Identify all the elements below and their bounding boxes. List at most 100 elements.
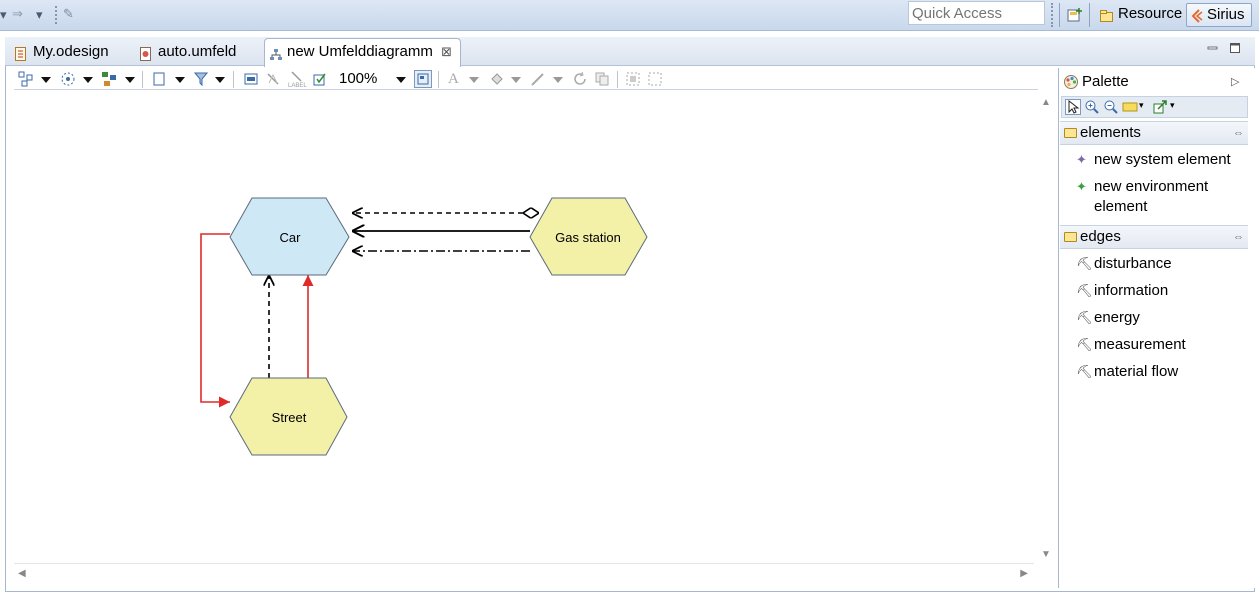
validate-icon[interactable] <box>312 71 328 87</box>
edge-tool-icon: ⛏ <box>1076 364 1093 379</box>
node-gas-station-shape[interactable] <box>529 197 648 276</box>
tab-label: auto.umfeld <box>158 43 237 60</box>
maximize-icon[interactable] <box>1229 41 1243 53</box>
node-gas-station[interactable]: Gas station <box>529 197 648 276</box>
dropdown-icon[interactable] <box>469 77 479 83</box>
perspective-label: Sirius <box>1207 6 1245 23</box>
edge-tool-icon: ⛏ <box>1076 256 1093 271</box>
node-street[interactable]: Street <box>229 377 348 456</box>
node-car-shape[interactable] <box>229 197 350 276</box>
zoom-to-fit-icon[interactable] <box>414 70 432 88</box>
folder-open-icon <box>1064 232 1077 242</box>
note-attachment-icon[interactable] <box>1152 99 1168 115</box>
diagram-icon <box>270 45 282 71</box>
open-perspective-icon[interactable] <box>1067 7 1083 23</box>
hide-element-icon[interactable] <box>265 71 281 87</box>
copy-format-icon[interactable] <box>152 71 168 87</box>
toolbar-separator <box>142 71 143 88</box>
dropdown-arrow-icon[interactable]: ▾ <box>0 7 7 22</box>
zoom-level-combo[interactable]: 100% <box>333 70 409 88</box>
perspective-resource[interactable]: Resource <box>1096 3 1186 27</box>
palette-panel <box>1058 68 1255 588</box>
palette-item-label: new environment element <box>1094 178 1209 215</box>
vertical-scrollbar[interactable]: ▲ ▼ <box>1037 91 1054 562</box>
diagram-svg: Car Gas station Street <box>200 197 648 456</box>
pin-elements-icon[interactable] <box>625 71 641 87</box>
dropdown-icon[interactable] <box>83 77 93 83</box>
palette-item-energy[interactable]: ⛏ energy <box>1076 308 1140 328</box>
palette-collapse-icon[interactable]: ▷ <box>1231 76 1240 88</box>
system-element-icon: ✦ <box>1076 152 1087 167</box>
palette-header[interactable]: Palette <box>1062 72 1129 92</box>
font-icon[interactable]: A <box>448 71 459 87</box>
note-dropdown-icon[interactable]: ▾ <box>1139 100 1144 110</box>
palette-item-material-flow[interactable]: ⛏ material flow <box>1076 362 1178 382</box>
unpin-elements-icon[interactable] <box>647 71 663 87</box>
palette-item-new-environment-element[interactable]: ✦ new environment element <box>1076 177 1241 217</box>
scroll-down-icon[interactable]: ▼ <box>1041 549 1051 560</box>
scroll-up-icon[interactable]: ▲ <box>1041 97 1051 108</box>
tab-my-odesign[interactable]: My.odesign <box>11 40 109 66</box>
zoom-level-value: 100% <box>339 70 378 87</box>
palette-drawer-elements[interactable]: elements ⇔ <box>1060 121 1248 145</box>
dropdown-icon[interactable] <box>125 77 135 83</box>
scroll-right-icon[interactable]: ▶ <box>1020 568 1028 579</box>
copy-layout-icon[interactable] <box>594 71 610 87</box>
drawer-label: edges <box>1080 228 1121 245</box>
palette-item-label: disturbance <box>1094 255 1172 272</box>
palette-drawer-edges[interactable]: edges ⇔ <box>1060 225 1248 249</box>
perspective-label: Resource <box>1118 5 1183 22</box>
palette-item-new-system-element[interactable]: ✦ new system element <box>1076 150 1231 170</box>
quick-access-input[interactable] <box>908 1 1045 25</box>
palette-item-information[interactable]: ⛏ information <box>1076 281 1168 301</box>
zoom-dropdown-icon[interactable] <box>396 77 406 83</box>
dropdown-icon[interactable] <box>175 77 185 83</box>
resource-perspective-icon <box>1100 7 1114 22</box>
diagram-canvas[interactable]: Car Gas station Street <box>7 91 1037 566</box>
select-tool-icon[interactable] <box>1065 99 1081 115</box>
dropdown-icon[interactable] <box>553 77 563 83</box>
toolbar-separator <box>438 71 439 88</box>
attachment-dropdown-icon[interactable]: ▾ <box>1170 100 1175 110</box>
dropdown-icon[interactable] <box>511 77 521 83</box>
tab-auto-umfeld[interactable]: auto.umfeld <box>136 40 236 66</box>
zoom-in-icon[interactable] <box>1084 99 1100 115</box>
drawer-pin-icon[interactable]: ⇔ <box>1233 231 1244 243</box>
reset-style-icon[interactable] <box>572 71 588 87</box>
edge-tool-icon: ⛏ <box>1076 283 1093 298</box>
drawer-pin-icon[interactable]: ⇔ <box>1233 127 1244 139</box>
align-icon[interactable] <box>101 71 118 87</box>
sirius-perspective-icon <box>1190 8 1204 23</box>
tab-new-umfelddiagramm[interactable]: new Umfelddiagramm ⊠ <box>264 38 461 67</box>
filter-icon[interactable] <box>193 71 209 87</box>
toolbar-separator <box>233 71 234 88</box>
line-color-icon[interactable] <box>530 71 546 87</box>
forward-arrow-icon[interactable]: ⇒ <box>12 6 23 21</box>
horizontal-scrollbar[interactable]: ◀ ▶ <box>14 563 1034 582</box>
hide-label-icon[interactable]: LABEL <box>287 70 307 89</box>
scroll-left-icon[interactable]: ◀ <box>18 568 26 579</box>
toolbar-separator <box>55 6 57 24</box>
select-elements-icon[interactable] <box>18 71 34 87</box>
palette-item-label: energy <box>1094 309 1140 326</box>
palette-item-measurement[interactable]: ⛏ measurement <box>1076 335 1186 355</box>
dropdown-icon[interactable] <box>215 77 225 83</box>
palette-item-label: material flow <box>1094 363 1179 380</box>
refresh-diagram-icon[interactable] <box>243 71 259 87</box>
pin-editor-icon[interactable]: ✎ <box>63 6 74 21</box>
minimize-icon[interactable] <box>1207 41 1221 53</box>
edge-car-to-street[interactable] <box>200 233 230 408</box>
fill-color-icon[interactable] <box>489 71 505 87</box>
palette-item-label: new system element <box>1094 151 1231 168</box>
palette-item-disturbance[interactable]: ⛏ disturbance <box>1076 254 1172 274</box>
forward-dropdown-icon[interactable]: ▾ <box>36 7 43 22</box>
note-tool-icon[interactable] <box>1122 100 1138 114</box>
perspective-sirius[interactable]: Sirius <box>1186 3 1252 27</box>
close-icon[interactable]: ⊠ <box>441 44 452 59</box>
zoom-out-icon[interactable] <box>1103 99 1119 115</box>
model-file-icon <box>140 45 152 61</box>
node-car[interactable]: Car <box>229 197 350 276</box>
dropdown-icon[interactable] <box>41 77 51 83</box>
arrange-all-icon[interactable] <box>59 70 77 88</box>
node-street-shape[interactable] <box>229 377 348 456</box>
